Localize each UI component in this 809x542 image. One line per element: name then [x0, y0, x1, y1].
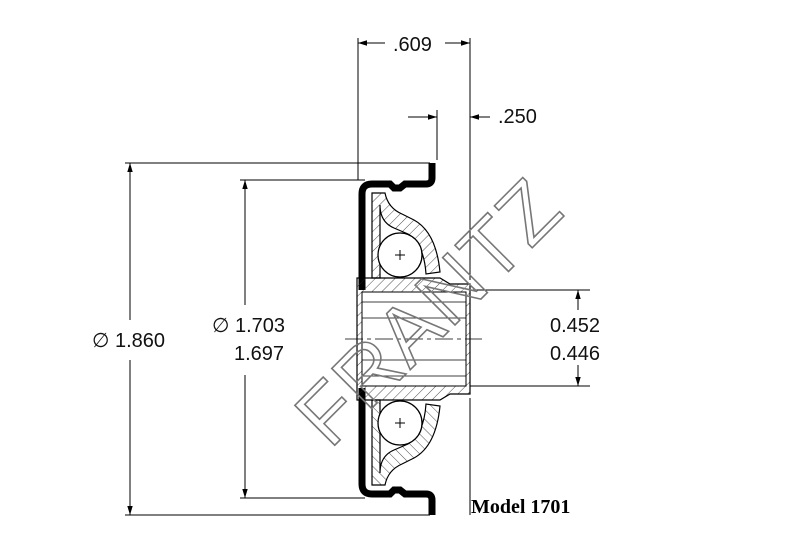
dim-bore-min: 0.446 [550, 343, 600, 365]
dim-inner-diameter-max: ∅ 1.703 [212, 315, 285, 337]
wheel-section-top [358, 163, 471, 290]
dimension-lines [127, 40, 581, 515]
dim-inner-diameter-min: 1.697 [234, 343, 284, 365]
dim-flange-offset: .250 [498, 106, 537, 128]
dim-bore-max: 0.452 [550, 315, 600, 337]
dim-overall-width: .609 [393, 34, 432, 56]
hub-section [345, 277, 482, 401]
dim-outer-diameter: ∅ 1.860 [92, 330, 165, 352]
extension-lines [125, 38, 590, 516]
model-label: Model 1701 [471, 496, 570, 518]
